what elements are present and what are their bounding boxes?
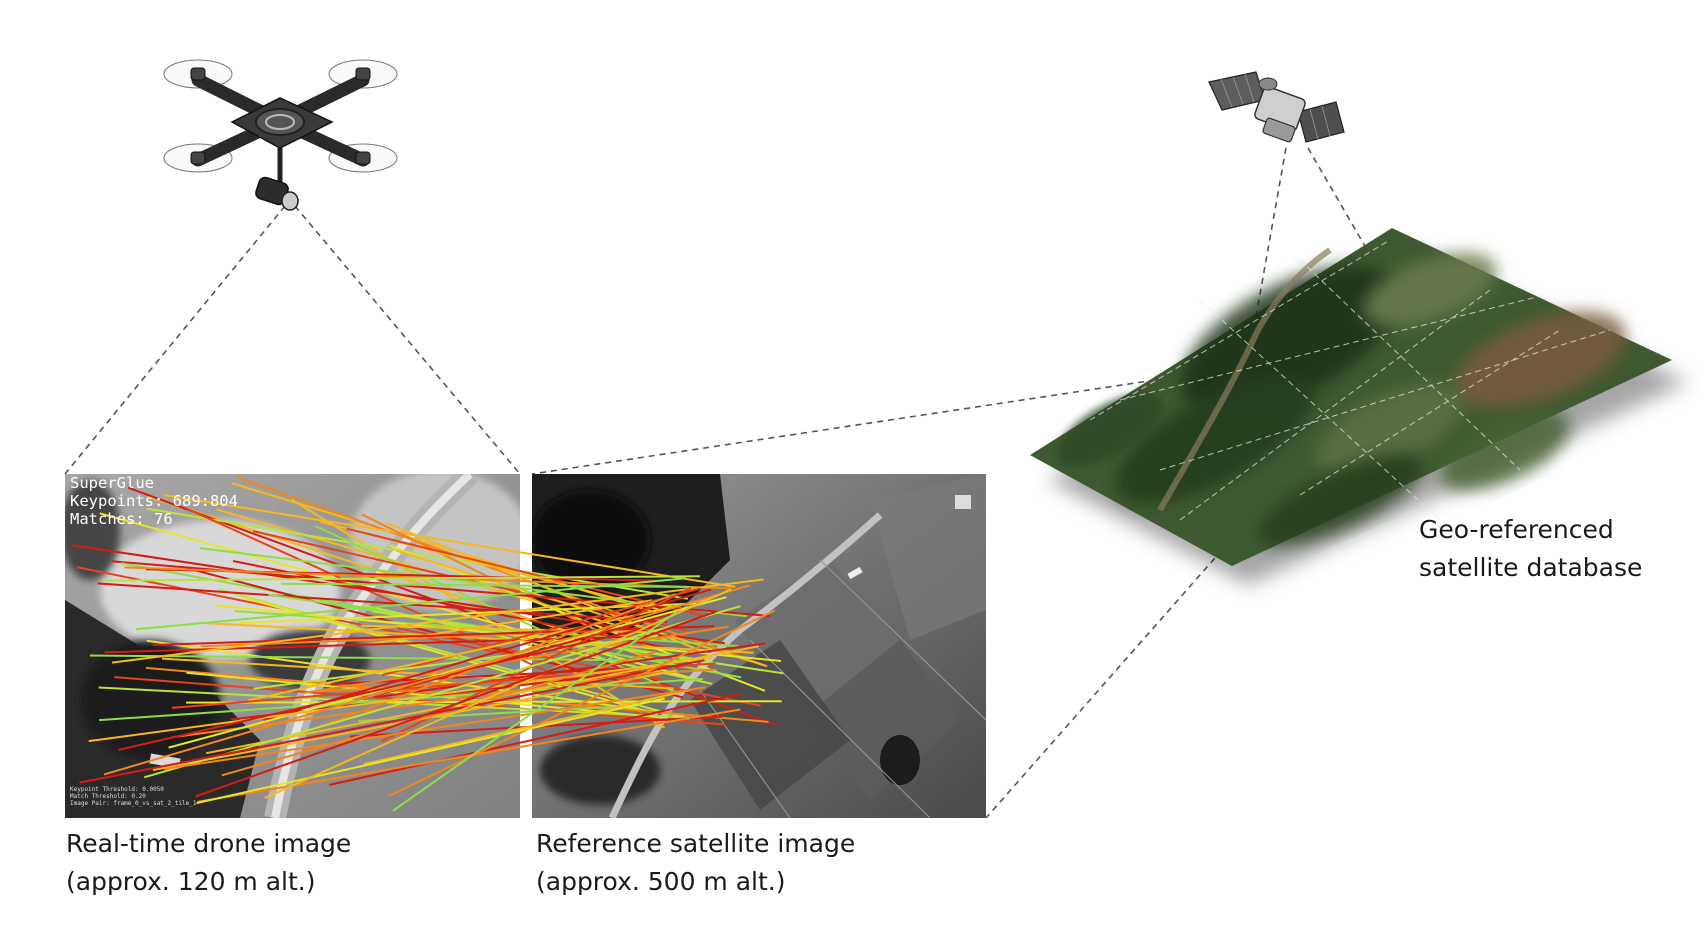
- drone-caption-line-2: (approx. 120 m alt.): [66, 867, 316, 896]
- match-line: [252, 530, 688, 632]
- match-line: [364, 599, 653, 646]
- match-line: [135, 577, 686, 631]
- match-line: [248, 598, 708, 702]
- match-line: [103, 584, 751, 776]
- match-line: [253, 634, 659, 690]
- drone-caption-line-1: Real-time drone image: [66, 829, 352, 858]
- reference-image-caption: Reference satellite image (approx. 500 m…: [536, 825, 855, 901]
- match-line: [163, 686, 706, 770]
- match-line: [280, 582, 693, 588]
- match-line: [388, 609, 776, 797]
- keypoints-label: Keypoints: 689:804: [70, 492, 238, 510]
- match-line: [232, 560, 681, 652]
- method-label: SuperGlue: [70, 474, 154, 492]
- match-line: [105, 575, 701, 582]
- keypoint-threshold-label: Keypoint Threshold: 0.0050: [70, 786, 164, 793]
- match-line: [114, 676, 726, 726]
- match-line: [389, 544, 766, 692]
- matches-label: Matches: 76: [70, 510, 173, 528]
- match-line: [186, 700, 782, 704]
- db-to-ref-bottom-ray: [985, 549, 1223, 819]
- match-line: [264, 588, 732, 799]
- match-line: [143, 605, 741, 779]
- projection-lines: [64, 147, 1374, 819]
- match-threshold-label: Match Threshold: 0.20: [70, 793, 146, 800]
- reference-caption-line-2: (approx. 500 m alt.): [536, 867, 786, 896]
- match-line: [171, 662, 716, 709]
- match-line: [111, 578, 764, 664]
- drone-right-ray: [294, 205, 521, 475]
- match-line: [374, 642, 766, 699]
- match-line: [163, 494, 736, 588]
- match-line: [97, 582, 668, 624]
- superglue-overlay: SuperGlue Keypoints: 689:804 Matches: 76: [70, 474, 238, 528]
- match-line: [221, 650, 656, 777]
- match-line: [197, 708, 741, 803]
- drone-left-ray: [64, 205, 286, 475]
- match-line: [362, 611, 677, 700]
- satellite-icon: [1208, 71, 1345, 143]
- match-line: [89, 654, 707, 662]
- satellite-left-ray: [1253, 147, 1287, 329]
- reference-caption-line-1: Reference satellite image: [536, 829, 856, 858]
- match-line: [381, 587, 701, 677]
- match-line: [127, 486, 777, 727]
- match-line: [392, 611, 677, 812]
- match-line: [363, 688, 693, 766]
- match-line: [118, 624, 657, 751]
- database-caption-line-2: satellite database: [1419, 553, 1643, 582]
- satellite-right-ray: [1307, 147, 1374, 261]
- drone-image-caption: Real-time drone image (approx. 120 m alt…: [66, 825, 351, 901]
- database-caption: Geo-referenced satellite database: [1419, 511, 1642, 587]
- match-line: [88, 656, 713, 743]
- match-line: [303, 625, 729, 694]
- satellite-database-map: [1030, 228, 1688, 585]
- match-line: [199, 621, 754, 654]
- match-line: [263, 588, 712, 721]
- match-line: [104, 634, 673, 654]
- match-line: [303, 592, 676, 734]
- superglue-footer: Keypoint Threshold: 0.0050 Match Thresho…: [70, 786, 196, 807]
- match-line: [79, 659, 705, 784]
- match-line: [196, 697, 665, 805]
- image-pair-label: Image Pair: frame_0_vs_sat_2_tile_1: [70, 800, 197, 807]
- keypoint-match-lines: [72, 476, 784, 812]
- match-line: [329, 692, 742, 786]
- quadcopter-drone-icon: [163, 59, 398, 211]
- match-line: [168, 596, 727, 749]
- match-line: [195, 611, 716, 798]
- match-line: [239, 602, 697, 624]
- match-line: [152, 625, 714, 646]
- database-caption-line-1: Geo-referenced: [1419, 515, 1614, 544]
